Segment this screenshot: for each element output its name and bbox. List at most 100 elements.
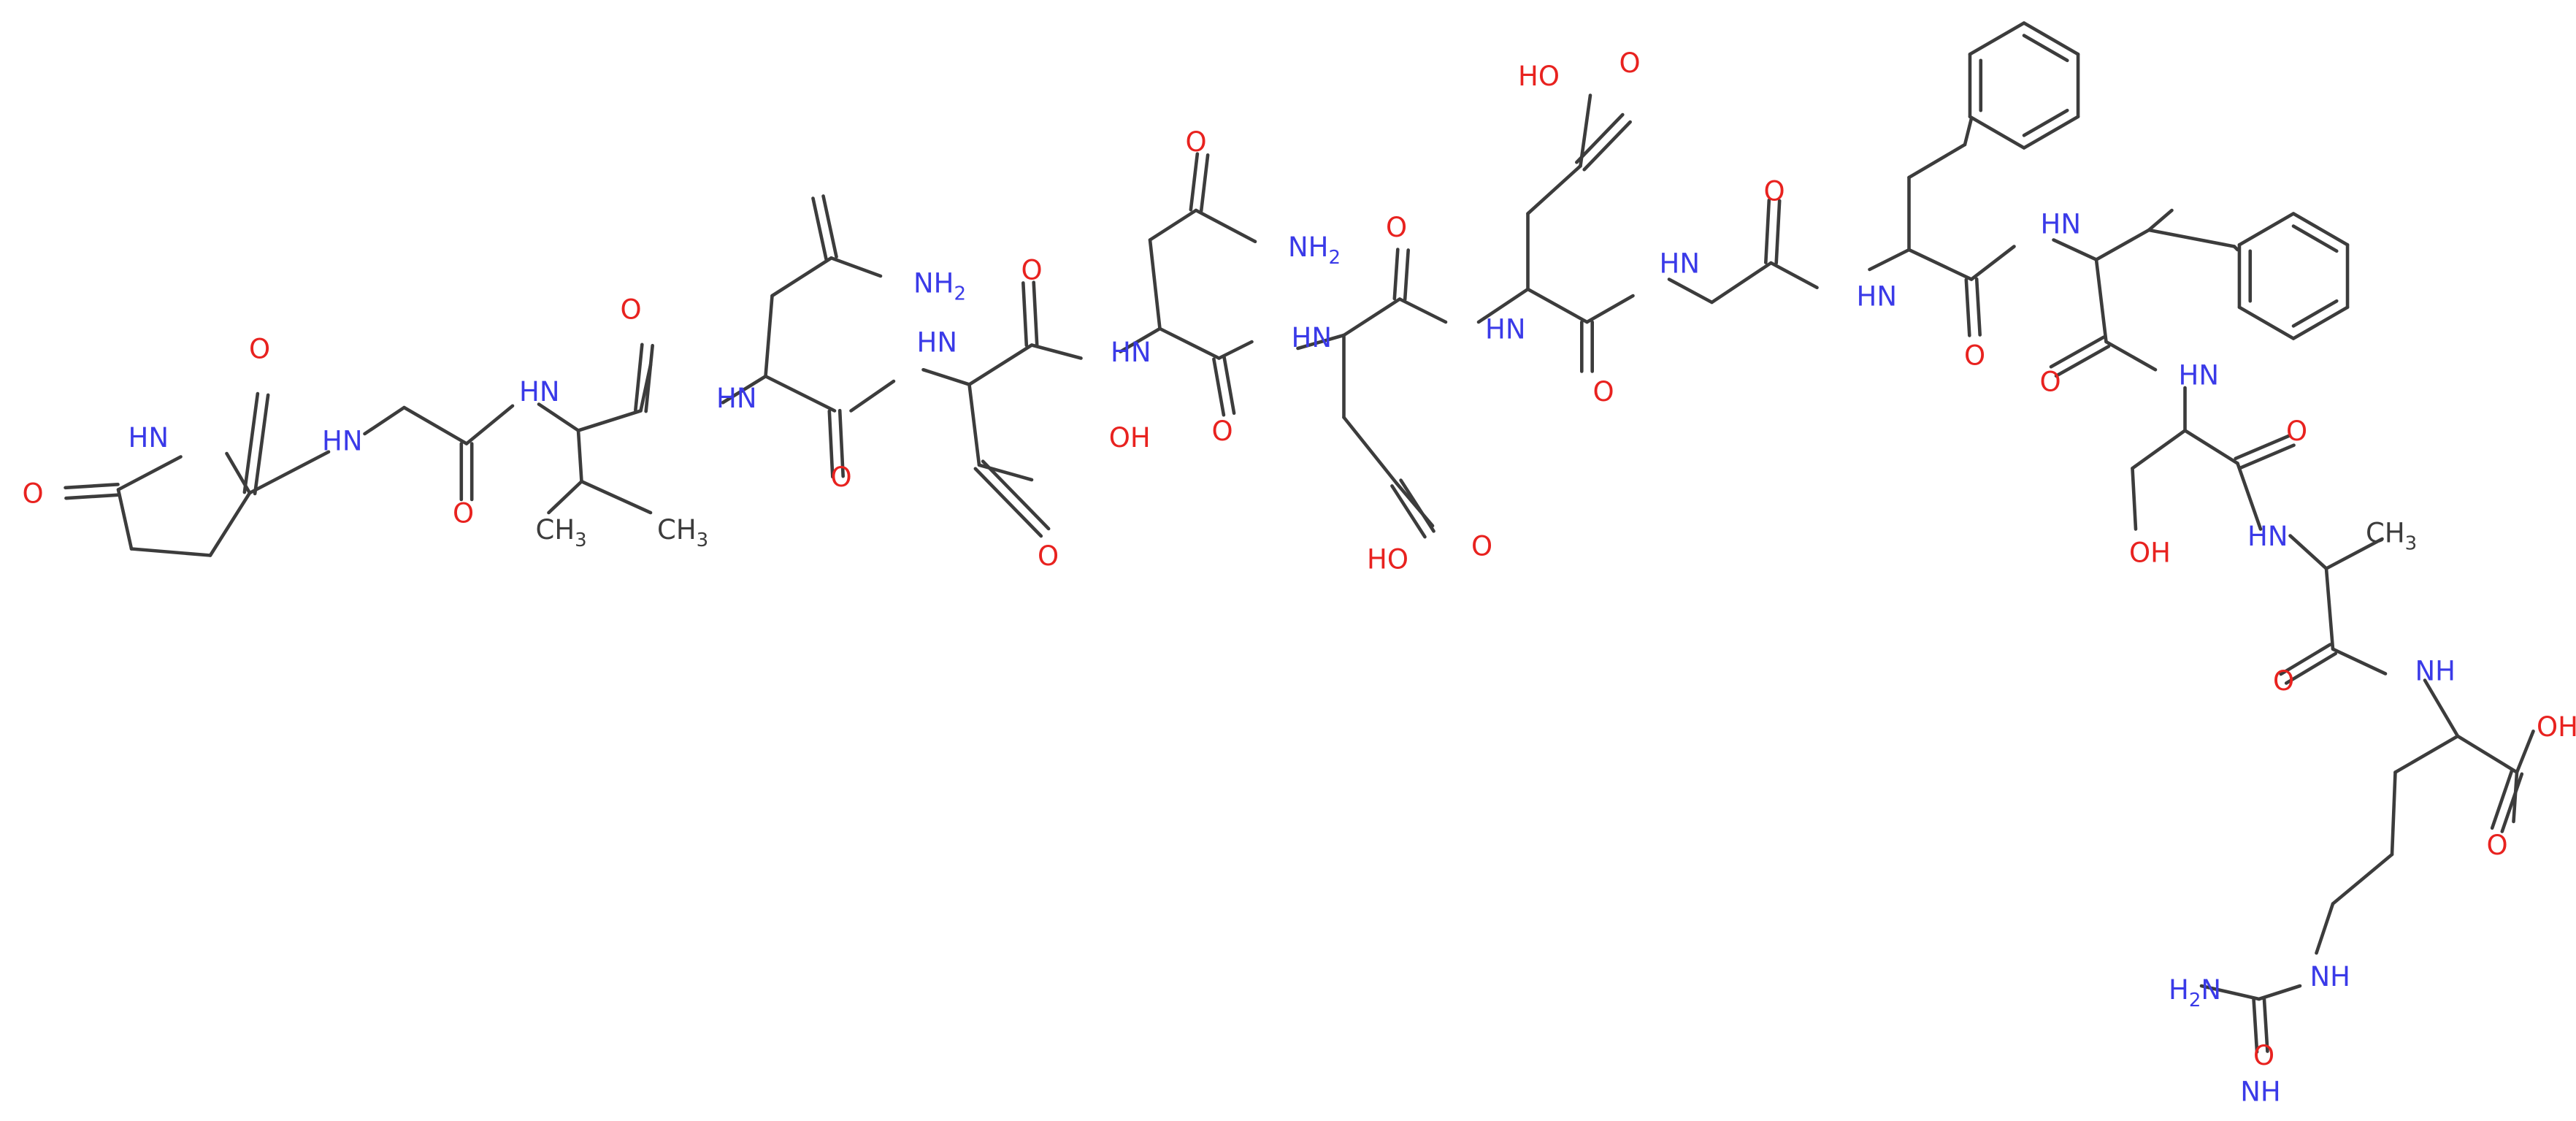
atom-label: H2N [2169, 974, 2221, 1011]
bond-line [811, 196, 828, 261]
bond-line [1968, 115, 2026, 150]
bond-line [849, 379, 896, 413]
bond-line [1667, 278, 1714, 305]
atom-label: HN [1660, 248, 1701, 280]
atom-label: HN [1292, 322, 1333, 353]
bond-line [2291, 299, 2339, 328]
bond-line [1969, 245, 2016, 281]
bond-line [1392, 248, 1400, 301]
bond-line [2199, 984, 2261, 1001]
bond-line [2490, 768, 2514, 830]
bond-line [829, 256, 883, 278]
bond-line [2315, 902, 2335, 955]
atom-label: HN [1111, 337, 1151, 368]
bond-line [1769, 261, 1819, 290]
bond-line [1342, 297, 1402, 337]
bond-line [1222, 355, 1236, 416]
bond-line [2022, 34, 2069, 63]
atom-label: HN [716, 383, 757, 414]
bond-line [64, 493, 120, 500]
bond-line [764, 374, 837, 413]
atom-label: O [1619, 47, 1640, 79]
atom-label: O [1471, 531, 1492, 562]
bond-line [2324, 567, 2335, 651]
atom-label: HN [917, 327, 958, 359]
atom-label: HO [1518, 61, 1560, 92]
bond-line [2279, 643, 2332, 676]
atom-label: OH [2537, 711, 2576, 743]
bond-line [402, 405, 469, 445]
bond-line [967, 383, 981, 467]
atom-label: HN [519, 376, 560, 408]
bond-line [363, 405, 406, 436]
bond-line [1119, 326, 1162, 353]
bond-line [1148, 208, 1198, 242]
bond-line [1868, 248, 1911, 272]
bond-line [1296, 333, 1346, 351]
bond-line [1390, 484, 1427, 539]
atom-label: NH2 [1288, 232, 1341, 269]
bond-line [1526, 287, 1589, 324]
atom-label: O [249, 334, 270, 365]
bond-line [2147, 228, 2236, 248]
atom-label: O [1386, 212, 1407, 243]
atom-label: CH3 [2366, 518, 2417, 555]
bond-line [1764, 198, 1771, 264]
atom-label: O [2039, 367, 2061, 398]
bond-line [1189, 152, 1200, 212]
bond-line [921, 367, 971, 386]
bond-line [1199, 153, 1210, 213]
atom-label: HN [2041, 209, 2082, 240]
bond-line [537, 402, 580, 432]
bond-line [1158, 326, 1221, 360]
atom-label: HO [1367, 544, 1408, 575]
bond-line [2515, 729, 2535, 774]
bond-line [580, 479, 653, 515]
bond-line [464, 404, 515, 445]
bond-line [2054, 344, 2111, 378]
bond-line [1398, 297, 1448, 324]
bond-line [837, 408, 845, 478]
atom-label: O [2273, 665, 2294, 697]
bond-line [2238, 443, 2296, 470]
bond-line [2022, 115, 2080, 150]
bond-line [1968, 21, 2026, 56]
bond-line [1710, 261, 1773, 305]
bond-line [1579, 93, 1592, 168]
atom-label: O [1185, 126, 1206, 158]
bond-line [1476, 287, 1530, 324]
bond-line [2234, 434, 2292, 461]
bond-line [2257, 984, 2302, 1001]
atom-label: HN [2247, 521, 2288, 552]
bond-line [2331, 852, 2394, 906]
bond-line [2094, 228, 2151, 261]
bond-line [2131, 466, 2138, 531]
bond-line [2252, 998, 2259, 1054]
bond-line [2131, 429, 2187, 470]
bond-line [2500, 772, 2524, 833]
atom-label: O [1964, 340, 1985, 372]
bond-line [64, 483, 120, 490]
atom-label: O [1763, 176, 1785, 207]
bond-line [1194, 208, 1257, 244]
atom-label: O [453, 498, 474, 529]
bond-line [2147, 208, 2174, 232]
atom-label: O [2486, 830, 2507, 861]
atom-label: HN [1857, 281, 1898, 313]
bond-line [1582, 120, 1632, 172]
bond-line [2324, 537, 2384, 570]
bond-line [2237, 305, 2296, 340]
bond-line [248, 450, 331, 495]
bond-line [2423, 678, 2460, 738]
bond-line [2094, 258, 2108, 344]
bond-line [1526, 164, 1582, 215]
bond-line [1585, 294, 1635, 324]
bond-line [1403, 248, 1410, 302]
bond-line [2232, 245, 2239, 252]
bond-line [2183, 429, 2239, 465]
atom-label: O [1211, 416, 1233, 447]
bond-line [1217, 340, 1254, 360]
bond-line [2291, 224, 2339, 253]
